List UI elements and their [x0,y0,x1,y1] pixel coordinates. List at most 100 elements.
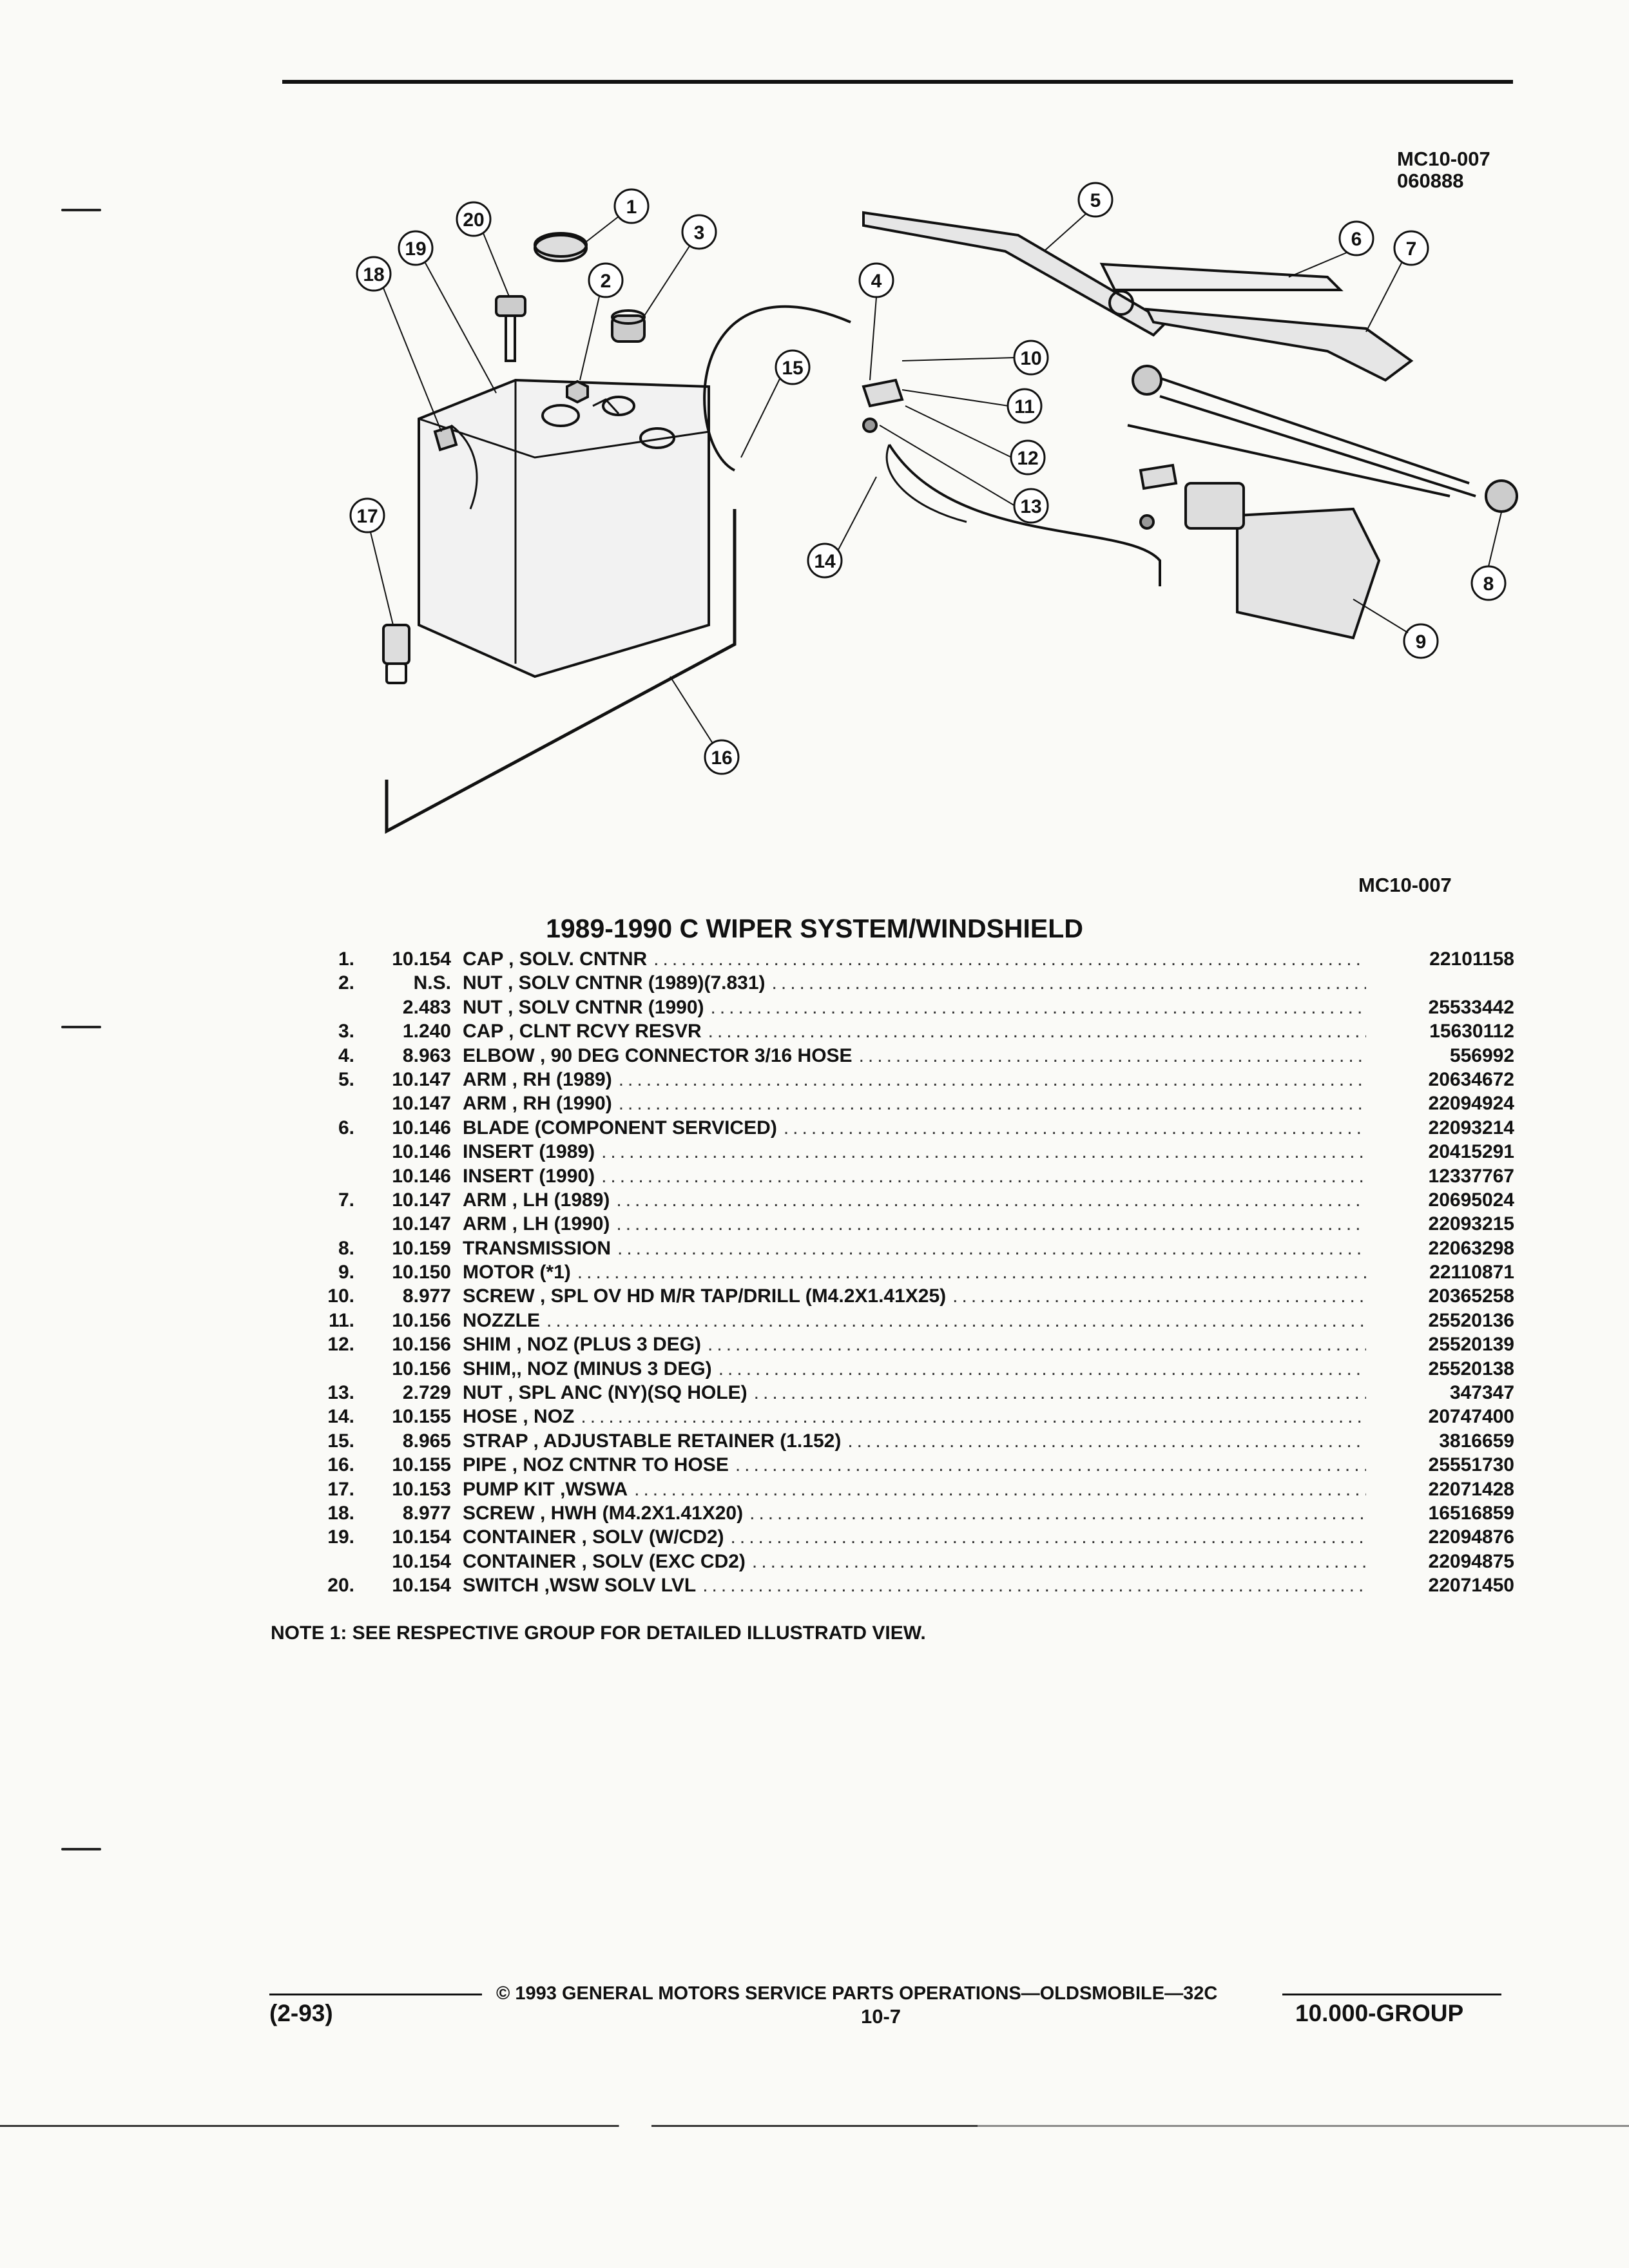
part-number: 25533442 [1428,996,1514,1018]
group-number: 10.146 [392,1117,451,1139]
group-number: 10.155 [392,1454,451,1476]
item-number: 4. [338,1044,354,1066]
svg-text:5: 5 [1090,190,1101,211]
description-cell: INSERT (1990)...........................… [463,1164,1366,1188]
footer-rule-right [1282,1994,1501,1995]
leader-dots: ........................................… [783,1117,1366,1139]
item-number: 5. [338,1068,354,1090]
part-description: ARM , RH (1990) [463,1093,612,1115]
description-cell: ARM , LH (1990).........................… [463,1212,1366,1236]
group-number: 10.147 [392,1068,451,1090]
part-number: 556992 [1449,1044,1514,1066]
part-number: 20695024 [1428,1189,1514,1211]
parts-row: 2.N.S.NUT , SOLV CNTNR (1989)(7.831)....… [303,971,1514,995]
leader-dots: ........................................… [749,1502,1366,1524]
leader-dots: ........................................… [847,1430,1366,1452]
leader-dots: ........................................… [618,1093,1366,1115]
group-number: 2.483 [402,996,451,1018]
part-number: 22071428 [1428,1478,1514,1500]
callout-16: 16 [704,739,740,775]
footer-revision: (2-93) [269,2000,333,2026]
callout-2: 2 [588,262,624,298]
group-number: 10.153 [392,1478,451,1500]
svg-text:10: 10 [1020,348,1041,369]
part-description: TRANSMISSION [463,1237,612,1259]
part-number: 22063298 [1428,1237,1514,1259]
group-number: 10.156 [392,1358,451,1379]
part-description: CAP , CLNT RCVY RESVR [463,1021,702,1043]
callout-20: 20 [456,201,492,237]
part-description: SCREW , HWH (M4.2X1.41X20) [463,1502,744,1524]
description-cell: PIPE , NOZ CNTNR TO HOSE................… [463,1453,1366,1477]
part-number: 25520139 [1428,1334,1514,1356]
part-number: 3816659 [1439,1430,1514,1452]
leader-dots: ........................................… [710,996,1367,1018]
part-description: HOSE , NOZ [463,1406,575,1428]
leader-dots: ........................................… [616,1213,1366,1235]
footer-copyright: © 1993 GENERAL MOTORS SERVICE PARTS OPER… [496,1983,1218,2004]
svg-text:7: 7 [1406,238,1417,260]
group-number: N.S. [413,972,451,994]
svg-text:12: 12 [1017,448,1038,469]
wiper-motor [1184,482,1381,640]
leader-dots: ........................................… [702,1575,1366,1597]
group-number: 10.146 [392,1141,451,1163]
description-cell: SWITCH ,WSW SOLV LVL....................… [463,1573,1366,1597]
group-number: 1.240 [402,1021,451,1043]
part-description: PIPE , NOZ CNTNR TO HOSE [463,1454,729,1476]
item-number: 18. [327,1502,354,1524]
leader-dots: ........................................… [616,1189,1366,1211]
description-cell: INSERT (1989)...........................… [463,1140,1366,1164]
description-cell: SCREW , SPL OV HD M/R TAP/DRILL (M4.2X1.… [463,1284,1366,1308]
description-cell: HOSE , NOZ..............................… [463,1405,1366,1428]
callouts: 1 2 3 4 5 6 7 8 9 10 11 12 13 14 15 16 1… [349,182,1507,775]
leader-dots: ........................................… [718,1358,1366,1379]
page-title: 1989-1990 C WIPER SYSTEM/WINDSHIELD [546,914,1083,943]
part-number: 20365258 [1428,1285,1514,1307]
description-cell: ARM , RH (1990).........................… [463,1091,1366,1115]
part-number: 15630112 [1429,1021,1514,1043]
leader-dots: ........................................… [708,1021,1366,1043]
margin-mark [61,1026,101,1028]
callout-18: 18 [356,256,392,292]
svg-text:6: 6 [1351,229,1362,250]
leader-dots: ........................................… [753,1382,1366,1404]
description-cell: ARM , RH (1989).........................… [463,1068,1366,1091]
item-number: 13. [327,1382,354,1404]
item-number: 6. [338,1117,354,1139]
callout-8: 8 [1470,565,1507,601]
part-number: 22093214 [1428,1117,1514,1139]
leader-dots: ........................................… [634,1478,1366,1500]
leader-dots: ........................................… [581,1406,1366,1428]
group-number: 10.147 [392,1189,451,1211]
description-cell: CAP , CLNT RCVY RESVR...................… [463,1019,1366,1043]
description-cell: PUMP KIT ,WSWA..........................… [463,1477,1366,1501]
svg-text:14: 14 [814,551,836,572]
group-number: 10.155 [392,1406,451,1428]
part-number: 20634672 [1428,1068,1514,1090]
leader-dots: ........................................… [546,1309,1366,1331]
part-description: SHIM , NOZ (PLUS 3 DEG) [463,1334,702,1356]
part-number: 16516859 [1428,1502,1514,1524]
leader-dots: ........................................… [577,1262,1366,1283]
description-cell: NUT , SOLV CNTNR (1989)(7.831)..........… [463,971,1366,995]
callout-4: 4 [858,262,894,298]
svg-text:11: 11 [1014,396,1035,418]
leader-dots: ........................................… [617,1237,1366,1259]
callout-15: 15 [775,349,811,385]
leader-dots: ........................................… [601,1141,1366,1163]
part-description: SCREW , SPL OV HD M/R TAP/DRILL (M4.2X1.… [463,1285,947,1307]
part-description: CONTAINER , SOLV (EXC CD2) [463,1550,746,1572]
svg-text:20: 20 [463,209,484,231]
pipe-and-hoses [385,305,1161,834]
